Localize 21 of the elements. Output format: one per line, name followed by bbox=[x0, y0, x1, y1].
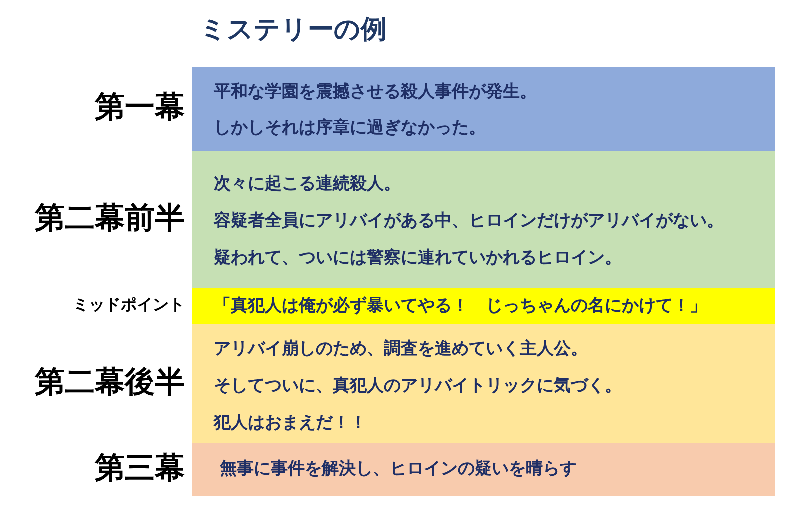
act-band bbox=[192, 443, 775, 496]
act-heading: 第二幕前半 bbox=[35, 204, 185, 234]
act-band bbox=[192, 151, 775, 288]
band-text: しかしそれは序章に過ぎなかった。 bbox=[214, 117, 486, 139]
act-band bbox=[192, 324, 775, 443]
band-text: 平和な学園を震撼させる殺人事件が発生。 bbox=[214, 81, 537, 103]
band-text: アリバイ崩しのため、調査を進めていく主人公。 bbox=[214, 338, 588, 360]
band-text: 次々に起こる連続殺人。 bbox=[214, 173, 401, 195]
act-heading: 第三幕 bbox=[95, 454, 185, 484]
band-text: 無事に事件を解決し、ヒロインの疑いを晴らす bbox=[220, 458, 577, 480]
act-heading: ミッドポイント bbox=[73, 297, 185, 313]
band-text: 容疑者全員にアリバイがある中、ヒロインだけがアリバイがない。 bbox=[214, 210, 724, 232]
band-text: 犯人はおまえだ！！ bbox=[214, 412, 367, 434]
band-text: 「真犯人は俺が必ず暴いてやる！ じっちゃんの名にかけて！」 bbox=[214, 295, 707, 317]
act-band bbox=[192, 288, 775, 324]
band-text: 疑われて、ついには警察に連れていかれるヒロイン。 bbox=[214, 247, 622, 269]
act-heading: 第一幕 bbox=[95, 93, 185, 123]
band-text: そしてついに、真犯人のアリバイトリックに気づく。 bbox=[214, 375, 622, 397]
act-heading: 第二幕後半 bbox=[35, 368, 185, 398]
title: ミステリーの例 bbox=[200, 14, 387, 47]
act-band bbox=[192, 67, 775, 151]
